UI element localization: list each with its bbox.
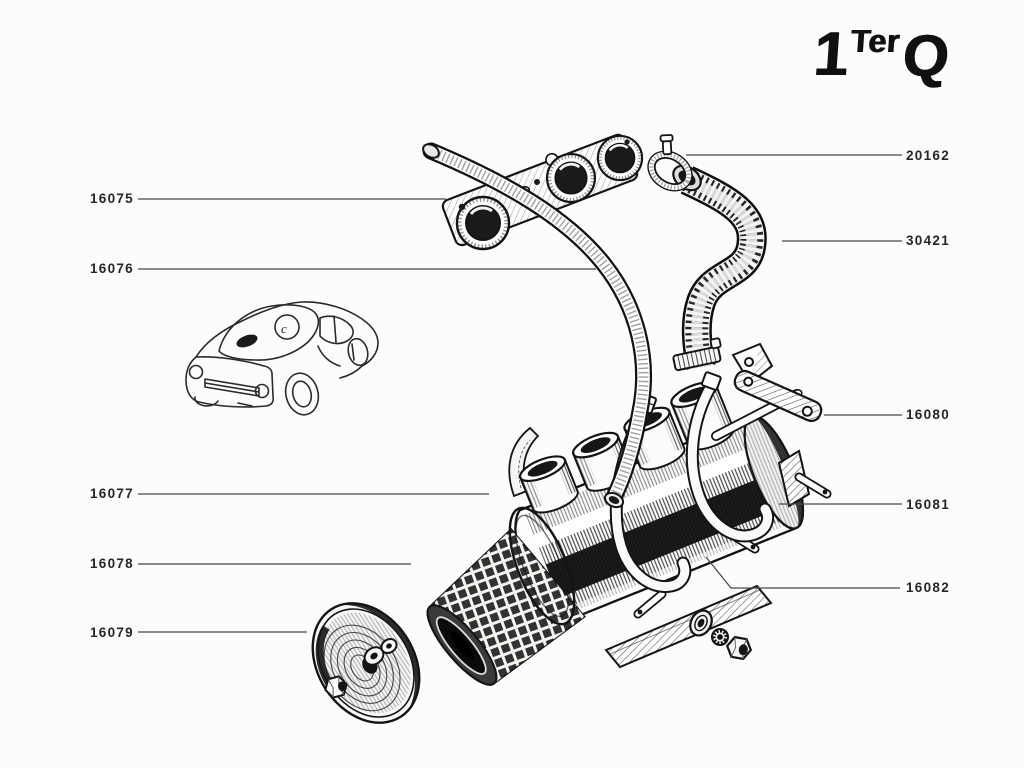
part-label-16079: 16079 [89,625,134,640]
mounting-stud [633,589,667,619]
filter-element-16078 [426,527,586,686]
hex-nut [725,635,753,661]
car-location-inset: c [185,301,379,416]
cover-wing-nut [324,675,348,699]
support-bracket-16081 [777,449,832,508]
hose-clamp-lower [672,337,722,372]
flange-bolt-hole [624,139,630,145]
car-side-window [319,315,354,345]
car-body-outline [195,301,379,379]
car-taillight-right [254,383,270,399]
car-marker-letter: c [281,321,287,336]
part-label-16082: 16082 [906,580,951,595]
flange-port-2 [545,152,597,204]
car-rear-wheel [284,372,320,416]
flange-port-1 [455,195,511,251]
intake-stub-1 [518,455,579,514]
car-exhaust [237,402,253,407]
part-label-16075: 16075 [89,191,134,206]
car-rear-wheel-inner [291,380,313,408]
part-label-16078: 16078 [89,556,134,571]
lock-washer [711,628,729,646]
part-label-16076: 16076 [89,261,134,276]
leader-16082 [705,556,900,589]
car-left-wheel-arc [194,396,219,407]
car-taillight-left [188,364,204,380]
end-cover-16079 [311,602,421,724]
car-bumper [204,378,260,397]
part-label-30421: 30421 [906,233,951,248]
flex-hose-30421 [647,134,767,372]
intake-tube-16076 [422,142,653,509]
part-label-16080: 16080 [906,407,951,422]
hose-clamp-20162 [647,134,693,192]
part-label-16077: 16077 [89,486,134,501]
car-rear-window [218,304,320,361]
flange-port-3 [596,134,644,182]
fastener-hardware [689,609,753,661]
cup-washer [689,609,713,637]
canister-open-rim [508,506,576,626]
car-part-location-mark [236,334,258,348]
flange-bolt-hole [458,203,466,211]
flange-plate-16075 [441,133,644,251]
flange-bolt-hole [534,179,540,185]
retaining-strap-16082-rear [685,371,775,543]
car-front-wheel [347,337,369,367]
mounting-bracket-16080 [733,369,823,423]
car-spare-wheel [274,314,300,340]
car-door-lines [317,343,355,367]
part-label-16081: 16081 [906,497,951,512]
leader-lines [138,154,902,633]
part-label-20162: 20162 [906,148,951,163]
car-rear-panel [185,356,275,408]
